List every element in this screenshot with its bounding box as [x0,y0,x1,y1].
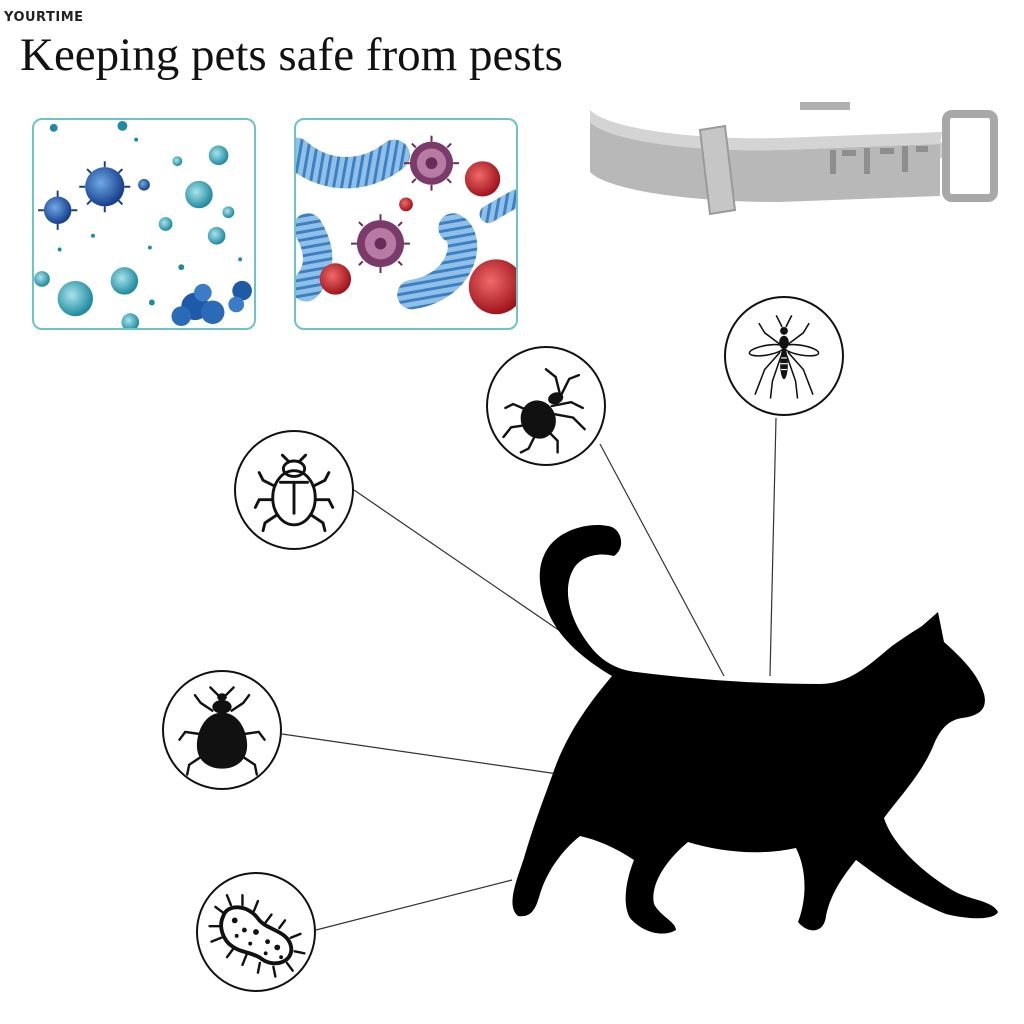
virus-particle [208,145,229,166]
bacteria-rod [296,213,333,302]
virus-particle [207,226,226,245]
virus-particle [38,190,78,230]
bacteria-badge [196,872,316,992]
collar-product-image [590,102,998,216]
virus-illustration [34,120,252,328]
bacteria-rod [479,189,516,224]
beetle-icon [253,453,335,533]
virus-particle [110,267,139,295]
virus-particle [222,206,235,219]
virus-cluster [171,280,252,327]
bed-bug-icon [178,686,266,776]
bacteria-icon [208,894,306,978]
virus-particle [79,161,131,213]
cat-silhouette [512,524,998,934]
virus-particle [57,280,93,317]
bacteria-rod [296,137,410,189]
mosquito-badge [724,296,844,416]
tick-badge [486,346,606,466]
virus-particle [121,313,140,328]
connector-line [599,443,725,677]
red-cell [468,259,516,315]
beetle-badge [234,430,354,550]
connector-line [281,733,559,775]
virus-particle [351,214,410,274]
mosquito-icon [748,315,820,399]
red-cell [399,197,413,212]
bed-bug-badge [162,670,282,790]
brand-logo: YOURTIME [4,10,84,25]
bacteria-rod [397,213,478,310]
bacteria-illustration [296,135,516,315]
connector-line [315,879,513,931]
virus-particle [138,178,150,191]
bacteria-illustration-panel [294,118,518,330]
tick-icon [502,368,586,454]
red-cell [464,161,501,197]
connector-line [769,417,777,677]
page-title: Keeping pets safe from pests [20,29,563,81]
red-cell [319,263,352,295]
virus-particle [404,135,459,191]
virus-particle [34,271,50,287]
virus-particle [158,217,173,231]
virus-particle [172,156,183,167]
virus-particle [185,180,213,209]
virus-illustration-panel [32,118,256,330]
